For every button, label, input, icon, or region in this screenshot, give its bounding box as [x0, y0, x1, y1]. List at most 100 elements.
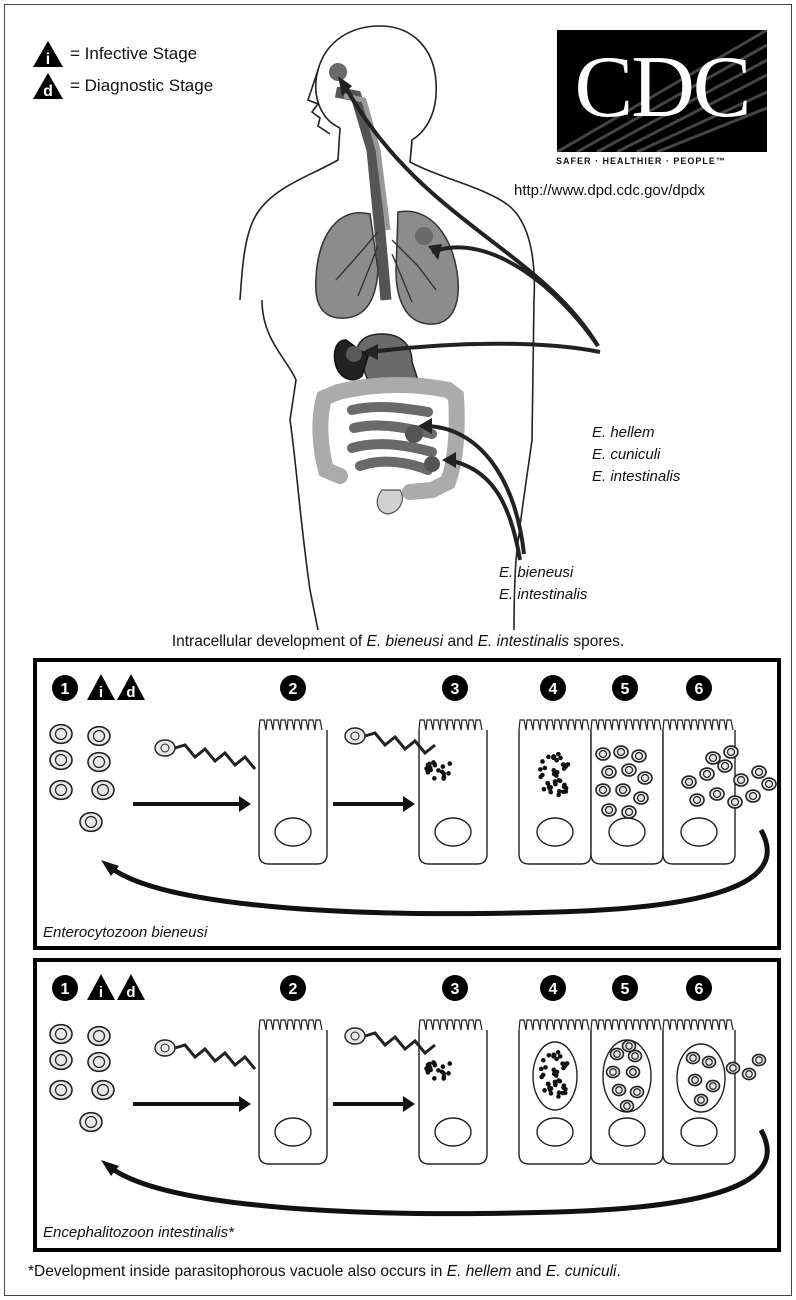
species-label: E. cuniculi	[592, 444, 680, 466]
sporoplasm-dot	[547, 1086, 552, 1091]
spore-icon	[710, 788, 724, 800]
sporoplasm-dot	[539, 1075, 544, 1080]
sporoplasm-dot	[427, 764, 432, 769]
sporoplasm-dot	[561, 762, 566, 767]
germinating-spore	[345, 1028, 365, 1044]
germinating-spore	[155, 1040, 175, 1056]
arrow-head	[403, 1096, 415, 1112]
stage-marker-label: i	[99, 684, 103, 701]
spore-icon	[724, 746, 738, 758]
cell-nucleus	[275, 1118, 311, 1146]
sporoplasm-dot	[548, 790, 553, 795]
polar-tube	[175, 1045, 255, 1069]
sporoplasm-dot	[432, 776, 437, 781]
sporoplasm-dot	[442, 774, 447, 779]
germinating-spore	[155, 740, 175, 756]
organism-label: Encephalitozoon intestinalis*	[43, 1224, 234, 1241]
polar-tube	[175, 745, 255, 769]
sporoplasm-dot	[428, 1068, 433, 1073]
germinating-spore	[345, 728, 365, 744]
caption: Intracellular development of E. bieneusi…	[0, 633, 796, 651]
body-outline	[240, 26, 534, 630]
step-number: 3	[451, 681, 460, 698]
panel-intestinalis: 123456id Encephalitozoon intestinalis*	[33, 958, 781, 1252]
cell-nucleus	[435, 818, 471, 846]
spore-icon	[596, 748, 610, 760]
spore-icon	[638, 772, 652, 784]
spore-icon	[752, 766, 766, 778]
spore-icon	[614, 746, 628, 758]
spore-icon	[88, 1053, 110, 1072]
spore-icon	[734, 774, 748, 786]
footnote-text: *Development inside parasitophorous vacu…	[28, 1263, 447, 1280]
caption-text: Intracellular development of	[172, 633, 367, 650]
sporoplasm-dot	[562, 784, 567, 789]
step-number: 6	[695, 681, 704, 698]
spore-icon	[613, 1084, 626, 1095]
spore-icon	[607, 1066, 620, 1077]
spore-icon	[700, 768, 714, 780]
step-number: 1	[61, 681, 70, 698]
microvilli	[591, 1020, 661, 1030]
infection-site-intestine	[405, 425, 423, 443]
spore-icon	[92, 781, 114, 800]
sporoplasm-dot	[546, 755, 551, 760]
spore-icon	[631, 1086, 644, 1097]
spore-icon	[88, 1027, 110, 1046]
sporoplasm-dot	[538, 767, 543, 772]
sporoplasm-dot	[557, 789, 562, 794]
spore-icon	[80, 1113, 102, 1132]
species-label: E. bieneusi	[499, 562, 587, 584]
microvilli	[419, 1020, 482, 1030]
sporoplasm-dot	[543, 766, 548, 771]
sporoplasm-dot	[542, 787, 547, 792]
spore-icon	[718, 760, 732, 772]
face-profile	[308, 70, 330, 134]
infection-site-colon	[424, 456, 440, 472]
footnote-text: .	[617, 1263, 621, 1280]
sporoplasm-dot	[547, 1053, 552, 1058]
spore-icon	[690, 794, 704, 806]
spore-icon	[80, 813, 102, 832]
sporoplasm-dot	[539, 1067, 544, 1072]
species-list-a: E. hellem E. cuniculi E. intestinalis	[592, 422, 680, 488]
sporoplasm-dot	[436, 1068, 441, 1073]
spore-icon	[743, 1068, 756, 1079]
spore-icon	[706, 752, 720, 764]
arrow-head	[403, 796, 415, 812]
sporoplasm-dot	[552, 772, 557, 777]
sporoplasm-dot	[552, 1072, 557, 1077]
spore-icon	[50, 751, 72, 770]
spore-icon	[622, 764, 636, 776]
spore-icon	[50, 725, 72, 744]
dissemination-arrows	[346, 88, 600, 560]
caption-species: E. intestinalis	[478, 633, 569, 650]
step-number: 1	[61, 981, 70, 998]
spore-icon	[753, 1054, 766, 1065]
spore-icon	[88, 727, 110, 746]
stage-marker-label: i	[99, 984, 103, 1001]
sporoplasm-dot	[560, 1061, 565, 1066]
sporoplasm-dot	[543, 1065, 548, 1070]
cell-nucleus	[609, 1118, 645, 1146]
sporoplasm-dot	[428, 768, 433, 773]
cell-nucleus	[609, 818, 645, 846]
step-number: 2	[289, 681, 298, 698]
microvilli	[663, 1020, 733, 1030]
sporoplasm-dot	[547, 785, 552, 790]
cell-nucleus	[681, 818, 717, 846]
spore-icon	[611, 1048, 624, 1059]
spore-icon	[727, 1062, 740, 1073]
left-lung	[316, 213, 378, 318]
panel-bieneusi: 123456id Enterocytozoon bieneusi	[33, 658, 781, 950]
sporoplasm-dot	[427, 1064, 432, 1069]
species-label: E. intestinalis	[592, 466, 680, 488]
spore-icon	[703, 1056, 716, 1067]
spore-icon	[746, 790, 760, 802]
cell-nucleus	[537, 818, 573, 846]
lifecycle-diagram: 123456id	[37, 962, 777, 1248]
microvilli	[259, 720, 322, 730]
sporoplasm-dot	[538, 775, 543, 780]
spore-icon	[92, 1081, 114, 1100]
sporoplasm-dot	[447, 1061, 452, 1066]
